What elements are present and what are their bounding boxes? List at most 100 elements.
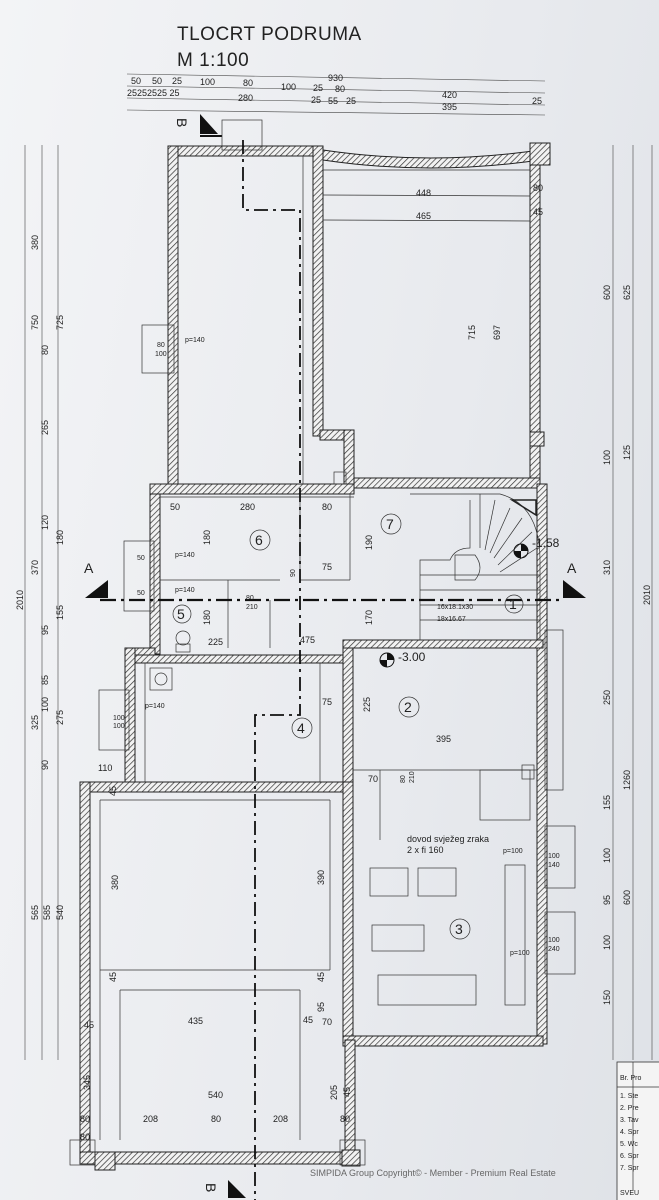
left-dim-540: 540 — [55, 905, 65, 920]
section-marker-a-right — [563, 580, 586, 598]
left-dim-120: 120 — [40, 515, 50, 530]
room-number-circles — [172, 513, 524, 940]
dim-225b: 225 — [362, 697, 372, 712]
section-label-a-left: A — [84, 560, 94, 576]
dim-110: 110 — [98, 763, 112, 773]
legend-row-4: 4. Spr — [620, 1129, 639, 1136]
legend-row-6: 6. Spr — [620, 1153, 639, 1160]
dim-208a: 208 — [143, 1114, 158, 1124]
dim-208b: 208 — [273, 1114, 288, 1124]
left-dim-90: 90 — [40, 760, 50, 770]
left-dim-565: 565 — [30, 905, 40, 920]
dim-top-25c: 25 — [311, 95, 321, 105]
right-dim-100c: 100 — [602, 935, 612, 950]
legend-row-2: 2. Pre — [620, 1105, 639, 1112]
opening-50-c: 50 — [137, 590, 145, 597]
left-dim-370: 370 — [30, 560, 40, 575]
right-dim-625: 625 — [622, 285, 632, 300]
dim-top-930: 930 — [328, 73, 343, 83]
left-dim-750: 750 — [30, 315, 40, 330]
left-dim-265: 265 — [40, 420, 50, 435]
section-axis-b — [242, 140, 301, 1200]
opening-p140-d: p=140 — [145, 703, 165, 710]
stair-text-1: 16x18.1x30 — [437, 604, 473, 611]
dim-448: 448 — [416, 188, 431, 198]
dim-475: 475 — [300, 635, 315, 645]
right-dim-155: 155 — [602, 795, 612, 810]
dim-697: 697 — [492, 325, 502, 340]
room-3: 3 — [455, 921, 463, 937]
opening-p140-b: p=140 — [175, 552, 195, 559]
dim-205: 205 — [329, 1085, 339, 1100]
room-1: 1 — [509, 596, 517, 612]
dim-top-55: 55 — [328, 96, 338, 106]
section-label-b-bottom: B — [203, 1183, 219, 1192]
dim-380: 380 — [110, 875, 120, 890]
right-dim-310: 310 — [602, 560, 612, 575]
dim-top-row2-a: 25252525 25 — [127, 88, 180, 98]
dim-80d: 80 — [80, 1114, 90, 1124]
opening-p140-a: p=140 — [185, 337, 205, 344]
dim-top-50b: 50 — [152, 76, 162, 86]
right-dim-1260: 1260 — [622, 770, 632, 790]
section-label-b-top: B — [174, 118, 190, 127]
dim-45b: 45 — [108, 786, 118, 796]
opening-100-d: 100 — [113, 715, 125, 722]
level-marker-lower — [379, 652, 395, 668]
dim-465: 465 — [416, 211, 431, 221]
legend-row-3: 3. Tav — [620, 1117, 639, 1124]
chimneys — [69, 119, 551, 1171]
legend-row-5: 5. Wc — [620, 1141, 638, 1148]
legend-header: Br. Pro — [620, 1075, 642, 1082]
opening-p100-a: p=100 — [503, 848, 523, 855]
section-marker-b-top — [200, 114, 222, 137]
left-dim-180: 180 — [55, 530, 65, 545]
right-dim-95: 95 — [602, 895, 612, 905]
opening-100-f: 100 — [548, 853, 560, 860]
plan-title: TLOCRT PODRUMA — [177, 24, 362, 45]
dim-280: 280 — [240, 502, 255, 512]
dim-top-25e: 25 — [532, 96, 542, 106]
dim-top-50a: 50 — [131, 76, 141, 86]
dim-70a: 70 — [368, 774, 378, 784]
left-dim-725: 725 — [55, 315, 65, 330]
dim-170: 170 — [364, 610, 374, 625]
opening-210-h: 210 — [246, 604, 258, 611]
left-dim-80: 80 — [40, 345, 50, 355]
right-dim-100b: 100 — [602, 848, 612, 863]
section-label-a-right: A — [567, 560, 577, 576]
dim-390: 390 — [316, 870, 326, 885]
room-5: 5 — [177, 606, 185, 622]
dim-top-420: 420 — [442, 90, 457, 100]
right-dim-100: 100 — [602, 450, 612, 465]
dim-50a: 50 — [170, 502, 180, 512]
room-2: 2 — [404, 699, 412, 715]
dim-80g: 80 — [80, 1132, 90, 1142]
dim-80a: 80 — [533, 183, 543, 193]
opening-140: 140 — [548, 862, 560, 869]
left-dimension-lines — [24, 145, 59, 1060]
dim-540: 540 — [208, 1090, 223, 1100]
opening-80-i: 80 — [400, 775, 407, 783]
right-dim-150: 150 — [602, 990, 612, 1005]
dim-180a: 180 — [202, 530, 212, 545]
opening-100-e: 100 — [113, 723, 125, 730]
left-dim-325: 325 — [30, 715, 40, 730]
opening-100-a: 100 — [155, 351, 167, 358]
room-6: 6 — [255, 532, 263, 548]
light-wells — [98, 324, 576, 975]
opening-50-b: 50 — [137, 555, 145, 562]
dim-top-100a: 100 — [200, 77, 215, 87]
dim-345: 345 — [82, 1075, 92, 1090]
legend-table — [616, 1061, 659, 1200]
left-dim-275: 275 — [55, 710, 65, 725]
dim-45d: 45 — [316, 972, 326, 982]
dim-top-25b: 25 — [313, 83, 323, 93]
section-marker-b-bottom — [228, 1180, 246, 1198]
room-7: 7 — [386, 516, 394, 532]
left-dim-585: 585 — [42, 905, 52, 920]
dim-45c: 45 — [108, 972, 118, 982]
right-dim-2010: 2010 — [642, 585, 652, 605]
